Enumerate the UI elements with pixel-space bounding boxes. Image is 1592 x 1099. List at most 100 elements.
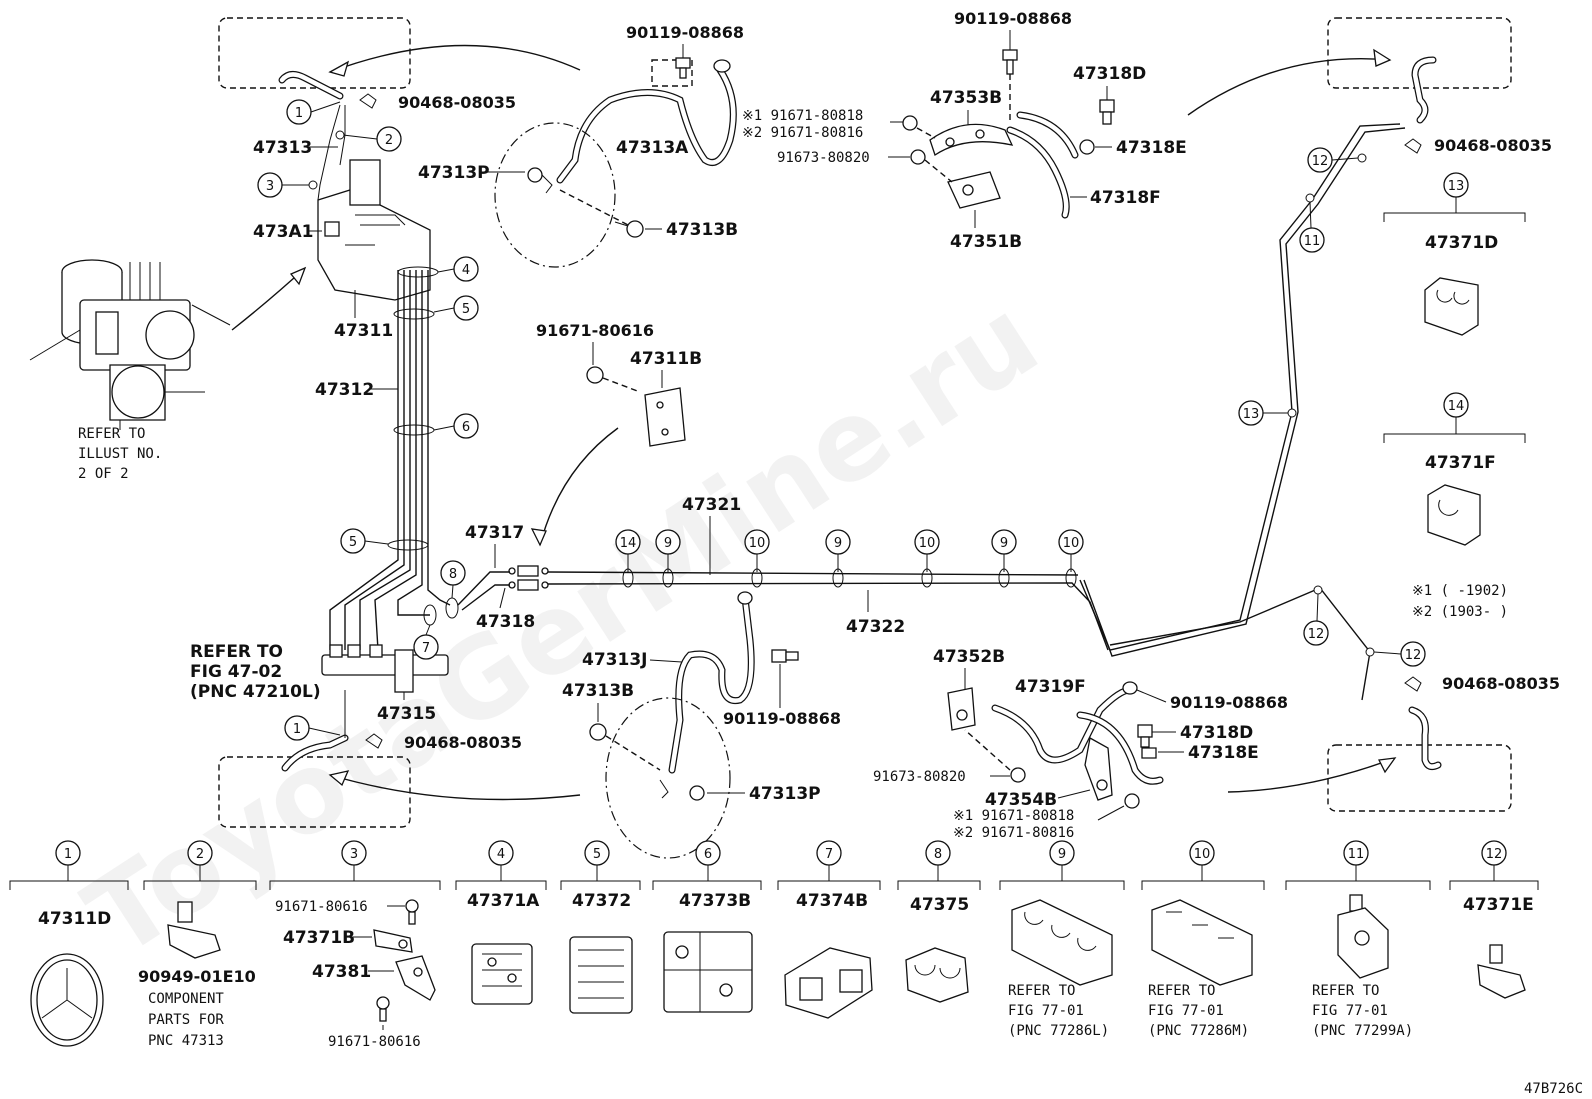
- clip-47313P-top: [527, 167, 553, 194]
- svg-text:13: 13: [1243, 407, 1260, 422]
- bracket-47352B: [947, 687, 976, 731]
- legend-10-line1: REFER TO: [1148, 983, 1215, 999]
- label-mark2-top: ※2 91671-80816: [742, 125, 863, 141]
- label-component-line3: PNC 47313: [148, 1033, 224, 1049]
- bracket-47381-icon: [395, 955, 436, 1001]
- clamp-47371F: [1427, 484, 1481, 546]
- arrow-to-47317: [539, 427, 619, 546]
- clamp-10-icon: [1151, 899, 1253, 986]
- label-mark1-bottom: ※1 91671-80818: [953, 808, 1074, 824]
- label-90119-top2: 90119-08868: [954, 9, 1072, 28]
- label-90119-mid: 90119-08868: [723, 709, 841, 728]
- bolt-90119-mid: [771, 649, 799, 663]
- svg-text:14: 14: [620, 536, 637, 551]
- callout-6-mid: 6: [453, 413, 479, 439]
- svg-text:12: 12: [1405, 648, 1422, 663]
- label-47381: 47381: [312, 962, 371, 982]
- callout-11-top-right: 11: [1299, 227, 1325, 253]
- callout-5-top: 5: [453, 295, 479, 321]
- label-47318E-bottom: 47318E: [1188, 743, 1259, 763]
- label-47371E: 47371E: [1463, 895, 1534, 915]
- callout-2-top: 2: [376, 126, 402, 152]
- label-47319F: 47319F: [1015, 677, 1086, 697]
- callout-9-line-a: 9: [655, 529, 681, 555]
- legend-item-2: 2 90949-01E10 COMPONENT PARTS FOR PNC 47…: [138, 840, 257, 1049]
- clip-90949-icon: [167, 901, 221, 959]
- phantom-box-bottom-right: [1327, 744, 1512, 812]
- label-90468-mid-left: 90468-08035: [404, 733, 522, 752]
- legend-item-10: 10 REFER TO FIG 77-01 (PNC 77286M): [1141, 840, 1265, 1039]
- phantom-box-top-left: [218, 17, 411, 89]
- label-47313P-top: 47313P: [418, 163, 490, 183]
- svg-text:9: 9: [834, 536, 842, 551]
- figure-code: 47B726C: [1524, 1081, 1583, 1097]
- callout-13-right: 13: [1238, 400, 1264, 426]
- label-component-line1: COMPONENT: [148, 991, 224, 1007]
- callout-14-line: 14: [615, 529, 641, 555]
- label-mark1-top: ※1 91671-80818: [742, 108, 863, 124]
- svg-text:1: 1: [293, 722, 301, 737]
- watermark: ToyotaGerMine.ru: [64, 273, 1059, 981]
- arrow-bottom-left: [329, 774, 581, 801]
- refer-47-02-line1: REFER TO: [190, 642, 283, 662]
- label-90119-top: 90119-08868: [626, 23, 744, 42]
- svg-text:8: 8: [449, 567, 457, 582]
- label-473A1: 473A1: [253, 222, 313, 242]
- callout-10-line-c: 10: [1058, 529, 1084, 555]
- detail-ellipse-top: [494, 122, 616, 268]
- clamp-11-icon: [1337, 894, 1389, 979]
- clip-top-left: [359, 93, 377, 109]
- refer-illust-line1: REFER TO: [78, 426, 145, 442]
- svg-text:4: 4: [462, 263, 470, 278]
- bolt-90119-top2: [1002, 49, 1018, 75]
- refer-illust-line3: 2 OF 2: [78, 466, 129, 482]
- svg-text:11: 11: [1304, 234, 1321, 249]
- svg-text:9: 9: [1000, 536, 1008, 551]
- legend-item-5: 5 47372: [560, 840, 641, 1014]
- callout-7-mid: 7: [413, 634, 439, 660]
- svg-text:5: 5: [462, 302, 470, 317]
- label-47353B: 47353B: [930, 88, 1002, 108]
- clamp-47371D: [1424, 277, 1479, 336]
- callout-1-bottom: 1: [284, 715, 310, 741]
- callout-8-mid: 8: [440, 560, 466, 586]
- label-47315: 47315: [377, 704, 436, 724]
- bracket-47354B: [1084, 736, 1113, 801]
- label-47313B-bottom: 47313B: [562, 681, 634, 701]
- phantom-box-top-right: [1327, 17, 1512, 89]
- callout-12-right-b: 12: [1400, 641, 1426, 667]
- callout-5-mid: 5: [340, 528, 366, 554]
- label-91673-top: 91673-80820: [777, 150, 870, 166]
- arrow-bottom-right: [1227, 757, 1396, 793]
- clamp-47374B-icon: [784, 947, 873, 1019]
- label-47371F: 47371F: [1425, 453, 1496, 473]
- legend-item-8: 8 47375: [897, 840, 981, 1003]
- union-47317-47318: [508, 565, 549, 591]
- clamp-9-icon: [1011, 899, 1113, 986]
- callout-13-legend: 13: [1443, 172, 1469, 198]
- arrow-top-left: [329, 44, 581, 73]
- clamp-47373B-icon: [663, 931, 753, 1013]
- bracket-47311B: [644, 387, 686, 447]
- date-note-1: ※1 ( -1902): [1412, 583, 1508, 599]
- svg-text:14: 14: [1448, 399, 1465, 414]
- callout-10-line-a: 10: [744, 529, 770, 555]
- callout-3-top: 3: [257, 172, 283, 198]
- label-47354B: 47354B: [985, 790, 1057, 810]
- svg-text:9: 9: [664, 536, 672, 551]
- callout-4-top: 4: [453, 256, 479, 282]
- refer-47-02-line3: (PNC 47210L): [190, 682, 321, 702]
- label-90119-bottom-right: 90119-08868: [1170, 693, 1288, 712]
- svg-text:2: 2: [196, 847, 204, 862]
- bolt-91671-top: [902, 115, 936, 139]
- callout-14-legend: 14: [1443, 392, 1469, 418]
- bolt-legend-3b-icon: [376, 996, 390, 1022]
- svg-text:8: 8: [934, 847, 942, 862]
- bracket-47351B: [947, 171, 1001, 209]
- label-47322: 47322: [846, 617, 905, 637]
- svg-text:11: 11: [1348, 847, 1365, 862]
- bolt-47318D-bottom: [1137, 724, 1153, 748]
- svg-text:12: 12: [1308, 627, 1325, 642]
- label-47375: 47375: [910, 895, 969, 915]
- tube-bundle-47312: [329, 266, 459, 651]
